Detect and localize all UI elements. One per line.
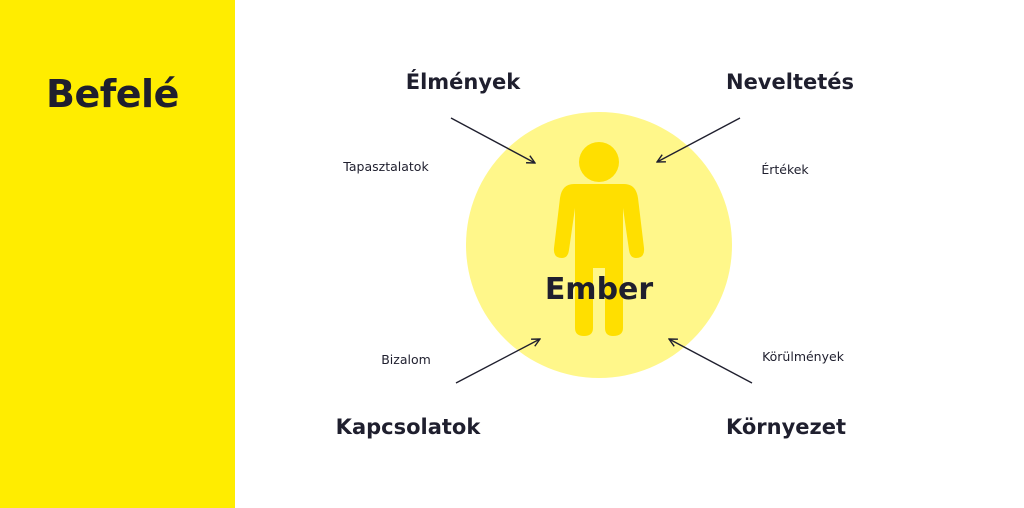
arrow-top-left: [450, 117, 535, 163]
sublabel-bottom-left: Bizalom: [381, 352, 431, 367]
label-top-right: Neveltetés: [725, 70, 855, 94]
arrow-bottom-left: [455, 339, 540, 384]
page-title: Befelé: [46, 72, 179, 116]
sublabel-top-right: Értékek: [761, 162, 809, 177]
person-icon: [553, 142, 645, 336]
sublabel-top-left: Tapasztalatok: [343, 159, 429, 174]
arrow-bottom-right: [669, 339, 753, 384]
label-top-left: Élmények: [405, 70, 521, 94]
center-label: Ember: [544, 272, 654, 307]
yellow-side-panel: Befelé: [0, 0, 235, 508]
sublabel-bottom-right: Körülmények: [762, 349, 844, 364]
label-bottom-right: Környezet: [725, 415, 847, 439]
arrow-top-right: [657, 117, 741, 162]
label-bottom-left: Kapcsolatok: [335, 415, 481, 439]
